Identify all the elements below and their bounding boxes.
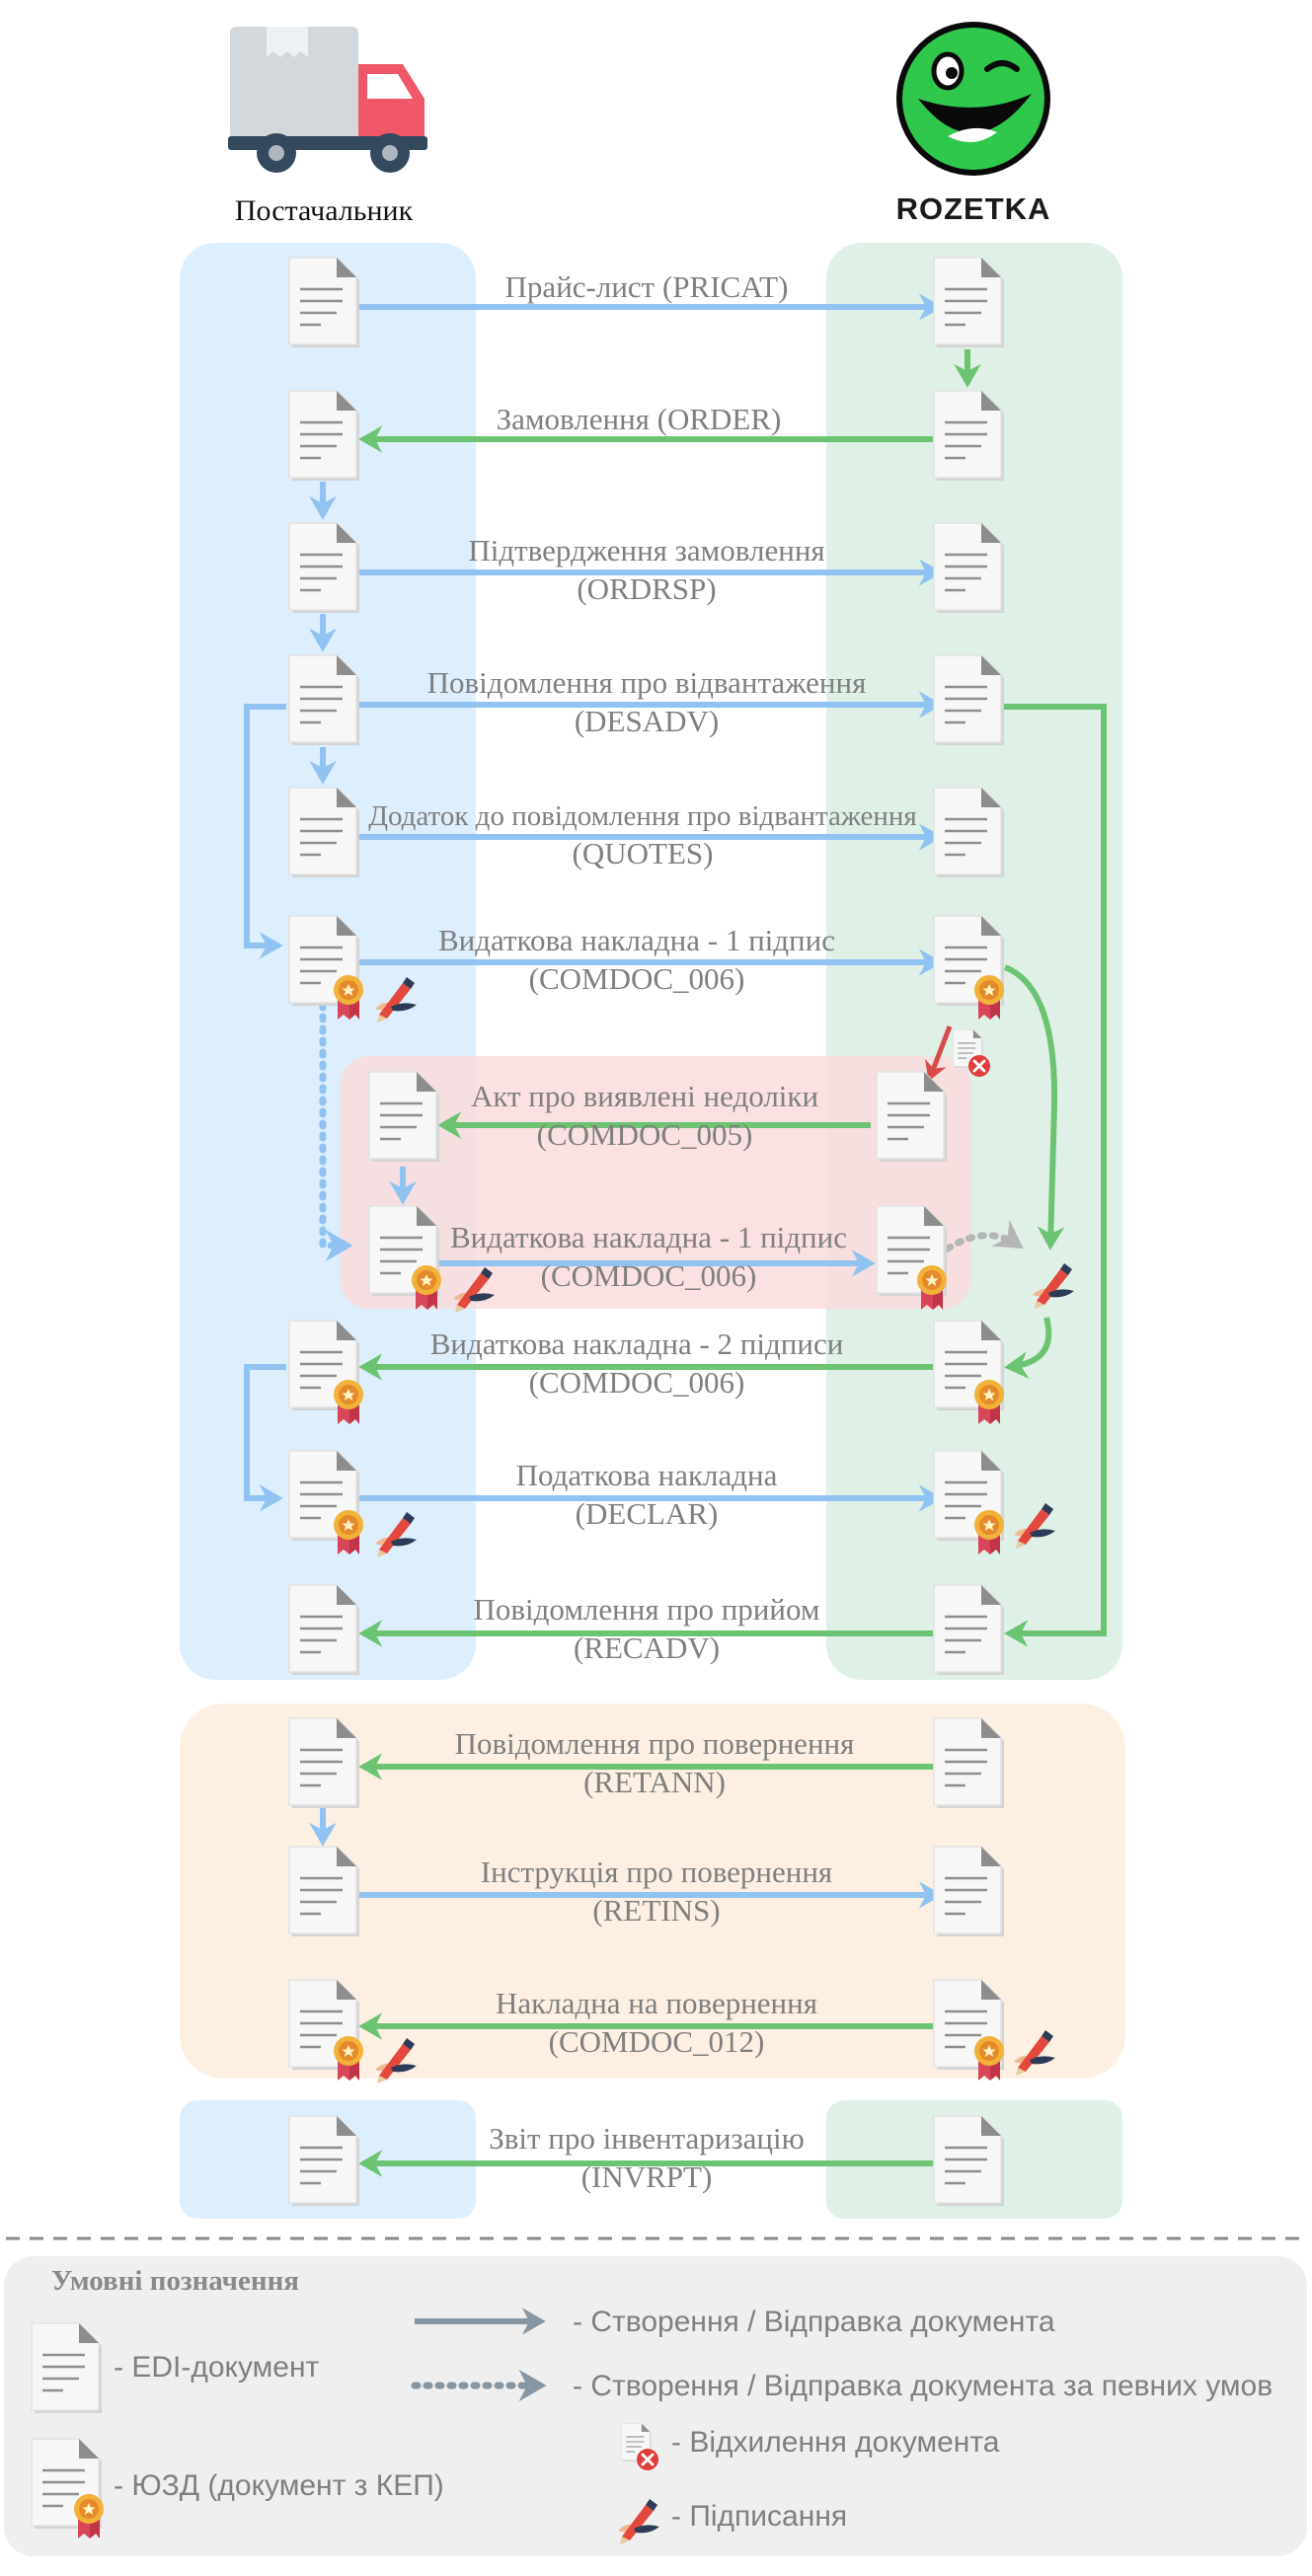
message-title: Видаткова накладна - 1 підпис <box>438 923 835 957</box>
document-icon <box>287 521 361 615</box>
message-labels: Прайс-лист (PRICAT) Замовлення (ORDER) П… <box>368 269 917 2194</box>
document-icon <box>287 1845 361 1938</box>
message-title: Звіт про інвентаризацію <box>489 2121 805 2156</box>
legend-rejection: - Відхилення документа <box>671 2426 1000 2459</box>
rozetka-smiley-icon <box>896 22 1050 176</box>
document-icon <box>287 2114 361 2208</box>
truck-icon <box>228 27 427 173</box>
document-icon <box>932 1583 1006 1677</box>
message-title: Видаткова накладна - 1 підпис <box>450 1220 847 1254</box>
legend-title: Умовні позначення <box>51 2265 299 2297</box>
seal-icon <box>974 1510 1004 1554</box>
document-icon <box>932 521 1006 615</box>
document-icon <box>367 1070 441 1164</box>
dispute-zone <box>340 1056 971 1309</box>
seal-icon <box>917 1265 947 1310</box>
message-code: (DECLAR) <box>576 1496 719 1531</box>
message-code: (COMDOC_006) <box>541 1258 757 1293</box>
seal-icon <box>334 975 363 1020</box>
legend-box <box>4 2256 1307 2556</box>
reject-icon <box>635 2447 660 2472</box>
message-code: (COMDOC_012) <box>549 2024 765 2059</box>
message-code: (RETANN) <box>583 1765 726 1799</box>
document-icon <box>287 653 361 747</box>
seal-icon <box>974 2036 1004 2081</box>
document-icon <box>932 786 1006 879</box>
message-code: (COMDOC_006) <box>529 1365 745 1400</box>
seal-icon <box>974 1380 1004 1424</box>
message-code: (QUOTES) <box>573 836 714 871</box>
returns-zone <box>180 1704 1125 2079</box>
message-code: (DESADV) <box>575 704 719 738</box>
message-title: Додаток до повідомлення про відвантаженн… <box>368 800 917 832</box>
document-icon <box>932 653 1006 747</box>
retailer-logo-text: ROZETKA <box>896 191 1051 226</box>
message-title: Податкова накладна <box>516 1458 778 1492</box>
message-code: (RETINS) <box>592 1893 720 1928</box>
legend-create-send-conditional: - Створення / Відправка документа за пев… <box>573 2370 1273 2402</box>
legend-signing: - Підписання <box>671 2500 847 2533</box>
seal-icon <box>334 2036 363 2081</box>
seal-icon <box>74 2494 104 2538</box>
legend-edi-document: - EDI-документ <box>114 2351 320 2384</box>
message-title: Повідомлення про повернення <box>455 1726 855 1761</box>
message-code: (COMDOC_005) <box>537 1117 753 1152</box>
legend-signed-document: - ЮЗД (документ з КЕП) <box>114 2469 444 2502</box>
supplier-label: Постачальник <box>235 194 414 227</box>
message-title: Накладна на повернення <box>496 1986 817 2020</box>
message-code: (ORDRSP) <box>577 571 716 606</box>
message-code: (RECADV) <box>574 1630 720 1665</box>
seal-icon <box>334 1380 363 1424</box>
message-code: (COMDOC_006) <box>529 961 745 996</box>
message-title: Замовлення (ORDER) <box>497 402 782 436</box>
seal-icon <box>974 975 1004 1020</box>
message-title: Прайс-лист (PRICAT) <box>505 269 789 304</box>
seal-icon <box>412 1265 441 1310</box>
document-icon <box>30 2321 104 2415</box>
document-icon <box>932 1845 1006 1938</box>
document-icon <box>287 1716 361 1810</box>
reject-icon <box>966 1053 992 1079</box>
message-title: Інструкція про повернення <box>481 1855 832 1889</box>
seal-icon <box>334 1510 363 1554</box>
message-title: Акт про виявлені недоліки <box>471 1079 818 1113</box>
message-title: Підтвердження замовлення <box>468 533 824 568</box>
flow-arrows <box>244 293 1107 2177</box>
message-title: Повідомлення про відвантаження <box>427 665 867 700</box>
document-icon <box>287 786 361 879</box>
message-code: (INVRPT) <box>581 2159 713 2194</box>
document-icon <box>875 1070 949 1164</box>
legend-create-send: - Створення / Відправка документа <box>573 2306 1055 2338</box>
message-title: Повідомлення про прийом <box>474 1592 820 1627</box>
document-icon <box>287 389 361 483</box>
document-icon <box>932 256 1006 349</box>
document-icon <box>287 256 361 349</box>
document-icon <box>932 2114 1006 2208</box>
document-icon <box>287 1583 361 1677</box>
document-icon <box>932 389 1006 483</box>
message-title: Видаткова накладна - 2 підписи <box>430 1326 844 1361</box>
document-icon <box>932 1716 1006 1810</box>
conditional-arrows <box>319 1001 1024 1262</box>
